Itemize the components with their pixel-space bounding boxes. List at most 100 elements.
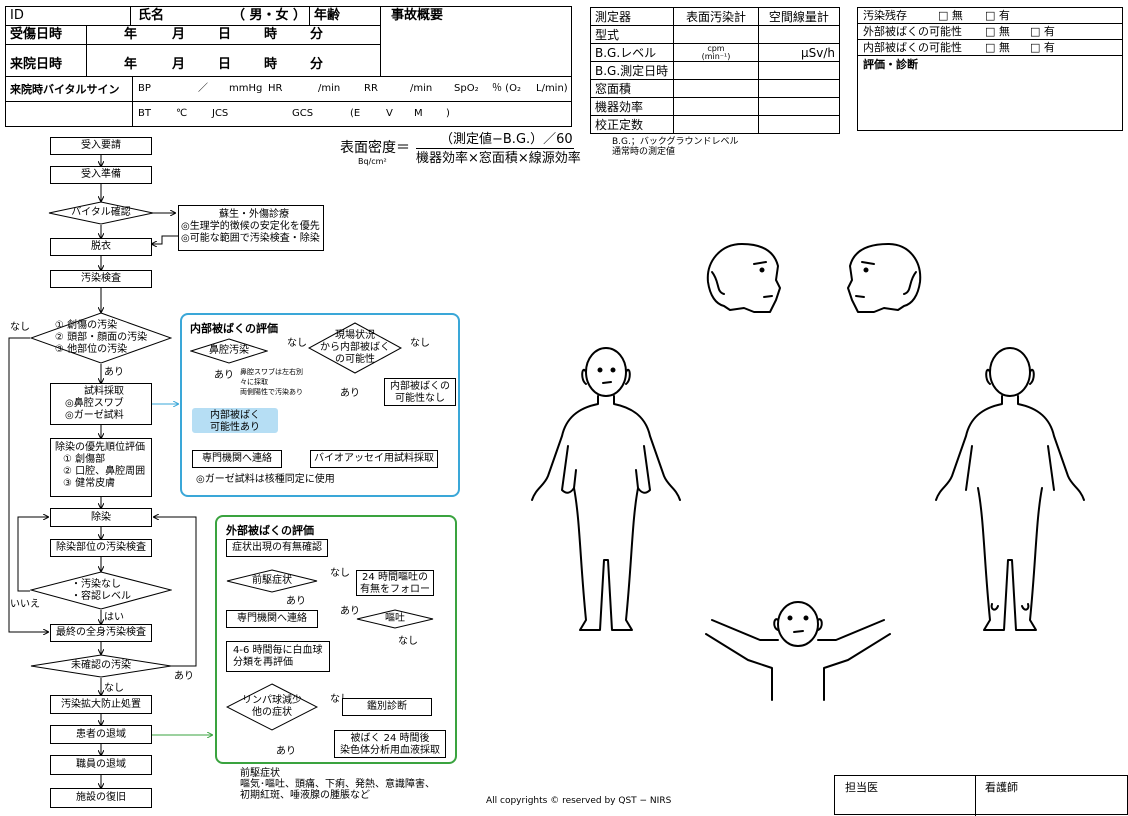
bt-label: BT bbox=[138, 108, 151, 119]
row-bg-datetime: B.G.測定日時 bbox=[589, 61, 675, 80]
blood-2: 染色体分析用血液採取 bbox=[340, 745, 440, 756]
row-bg-level: B.G.レベル bbox=[589, 43, 675, 62]
box-blood-sample: 被ばく 24 時間後 染色体分析用血液採取 bbox=[334, 730, 446, 758]
checkbox-exists[interactable]: □ 有 bbox=[985, 9, 1010, 22]
resus-item-2: ◎可能な範囲で汚染検査・除染 bbox=[181, 233, 320, 244]
bp-slash: ／ bbox=[198, 83, 208, 94]
signature-box: 担当医 看護師 bbox=[834, 775, 1128, 816]
diamond-unconfirmed: 未確認の汚染 bbox=[30, 654, 172, 678]
usv-unit: μSv/h bbox=[757, 43, 841, 62]
internal-title: 内部被ばくの評価 bbox=[190, 322, 278, 335]
hr-unit: /min bbox=[318, 83, 341, 94]
possible-2: 可能性あり bbox=[210, 422, 260, 433]
acceptable-item-2: ・容認レベル bbox=[71, 590, 131, 602]
box-decon-check: 除染部位の汚染検査 bbox=[50, 539, 152, 557]
label-none-lymph: なし bbox=[330, 694, 350, 705]
box-decon: 除染 bbox=[50, 508, 152, 527]
box-no-internal: 内部被ばくの 可能性なし bbox=[384, 378, 456, 406]
meter-table: 測定器表面汚染計空間線量計 型式 B.G.レベル cpm(min⁻¹) μSv/… bbox=[589, 7, 841, 134]
checkbox-none[interactable]: □ 無 bbox=[985, 25, 1010, 38]
vitals-label: 来院時バイタルサイン bbox=[10, 83, 120, 96]
site-line-2: から内部被ばく bbox=[320, 342, 390, 353]
formula-denominator: 機器効率×窓面積×線源効率 bbox=[416, 151, 581, 166]
diamond-acceptable: ・汚染なし ・容認レベル bbox=[30, 571, 172, 610]
box-contam-check: 汚染検査 bbox=[50, 270, 152, 288]
swab-note-2: 々に採取 bbox=[240, 378, 268, 386]
doctor-label: 担当医 bbox=[845, 781, 878, 794]
minute-unit: 分 bbox=[310, 27, 324, 42]
reeval-1: 4-6 時間毎に白血球 bbox=[233, 645, 323, 656]
no-internal-1: 内部被ばくの bbox=[390, 381, 450, 392]
gcs-label: GCS bbox=[292, 108, 314, 119]
resus-title: 蘇生・外傷診療 bbox=[219, 209, 289, 220]
status-panel: 汚染残存 □ 無 □ 有 外部被ばくの可能性 □ 無 □ 有 内部被ばくの可能性… bbox=[857, 7, 1123, 131]
prodrome-note-1: 前駆症状 bbox=[240, 768, 280, 779]
patient-header: ID 氏名 （ 男・女 ） 年齢 事故概要 受傷日時 年 月 日 時 分 来院日… bbox=[5, 6, 572, 127]
box-request: 受入要請 bbox=[50, 137, 152, 155]
priority-2: ② 口腔、鼻腔周囲 bbox=[63, 466, 146, 477]
vomit-text: 嘔吐 bbox=[385, 613, 405, 624]
gcs-m: M bbox=[414, 108, 423, 119]
hr-label: HR bbox=[268, 83, 283, 94]
body-front bbox=[531, 347, 681, 631]
box-final-check: 最終の全身汚染検査 bbox=[50, 624, 152, 642]
checkbox-exists[interactable]: □ 有 bbox=[1030, 25, 1055, 38]
swab-note-1: 鼻腔スワブは左右別 bbox=[240, 368, 303, 376]
formula-lhs: 表面密度＝ bbox=[340, 140, 410, 156]
row-model: 型式 bbox=[589, 25, 675, 44]
contam-item-2: ② 頭部・顔面の汚染 bbox=[54, 332, 148, 343]
box-resuscitation: 蘇生・外傷診療 ◎生理学的徴候の安定化を優先 ◎可能な範囲で汚染検査・除染 bbox=[178, 205, 324, 251]
month-unit: 月 bbox=[172, 57, 186, 72]
bp-label: BP bbox=[138, 83, 151, 94]
box-internal-possible: 内部被ばく 可能性あり bbox=[192, 408, 278, 433]
box-spread-prevention: 汚染拡大防止処置 bbox=[50, 695, 152, 714]
sampling-nasal: ◎鼻腔スワブ bbox=[65, 398, 124, 409]
id-label: ID bbox=[10, 8, 24, 23]
label-yes-lymph: あり bbox=[276, 746, 296, 757]
box-decon-priority: 除染の優先順位評価 ① 創傷部 ② 口腔、鼻腔周囲 ③ 健常皮膚 bbox=[50, 438, 152, 497]
nasal-text: 鼻腔汚染 bbox=[209, 345, 249, 356]
gcs-close: ) bbox=[446, 108, 450, 119]
diamond-lymph: リンパ球減少 他の症状 bbox=[226, 683, 318, 731]
bp-unit: mmHg bbox=[229, 83, 263, 94]
diamond-nasal: 鼻腔汚染 bbox=[190, 338, 268, 364]
bg-note-2: 通常時の測定値 bbox=[612, 147, 676, 157]
label-yes-prodrome: あり bbox=[286, 596, 306, 607]
evaluation-label: 評価・診断 bbox=[863, 58, 918, 71]
spo2-label: SpO₂ bbox=[454, 83, 479, 94]
label-yes: あり bbox=[104, 367, 124, 378]
jcs-label: JCS bbox=[212, 108, 229, 119]
possible-1: 内部被ばく bbox=[210, 410, 260, 421]
checkbox-none[interactable]: □ 無 bbox=[985, 41, 1010, 54]
checkbox-exists[interactable]: □ 有 bbox=[1030, 41, 1055, 54]
diamond-vomit: 嘔吐 bbox=[356, 609, 434, 629]
label-none-vomit: なし bbox=[398, 636, 418, 647]
swab-note-3: 両側陽性で汚染あり bbox=[240, 388, 303, 396]
sampling-gauze: ◎ガーゼ試料 bbox=[65, 410, 124, 421]
vital-check-text: バイタル確認 bbox=[71, 207, 131, 218]
acceptable-item-1: ・汚染なし bbox=[71, 578, 121, 590]
internal-exposure-label: 内部被ばくの可能性 bbox=[863, 41, 962, 54]
row-window-area: 窓面積 bbox=[589, 79, 675, 98]
swab-note: 鼻腔スワブは左右別 々に採取 両側陽性で汚染あり bbox=[240, 367, 303, 397]
checkbox-none[interactable]: □ 無 bbox=[938, 9, 963, 22]
cpm-unit: cpm bbox=[707, 43, 725, 53]
nurse-label: 看護師 bbox=[985, 781, 1018, 794]
site-line-1: 現場状況 bbox=[335, 330, 375, 341]
age-label: 年齢 bbox=[314, 8, 341, 23]
box-staff-exit: 職員の退域 bbox=[50, 755, 152, 775]
head-right-profile bbox=[847, 243, 922, 313]
site-line-3: の可能性 bbox=[335, 354, 375, 365]
label-yes-site: あり bbox=[340, 388, 360, 399]
contamination-remaining-label: 汚染残存 bbox=[863, 9, 907, 22]
follow-1: 24 時間嘔吐の bbox=[362, 572, 428, 583]
box-undress: 脱衣 bbox=[50, 238, 152, 256]
gcs-e: (E bbox=[350, 108, 361, 119]
rr-unit: /min bbox=[410, 83, 433, 94]
hour-unit: 時 bbox=[264, 27, 278, 42]
diamond-contamination: ① 創傷の汚染 ② 頭部・顔面の汚染 ③ 他部位の汚染 bbox=[30, 312, 172, 364]
follow-2: 有無をフォロー bbox=[360, 584, 430, 595]
box-contact-expert-ext: 専門機関へ連絡 bbox=[226, 610, 318, 628]
prodrome-text: 前駆症状 bbox=[252, 575, 292, 586]
